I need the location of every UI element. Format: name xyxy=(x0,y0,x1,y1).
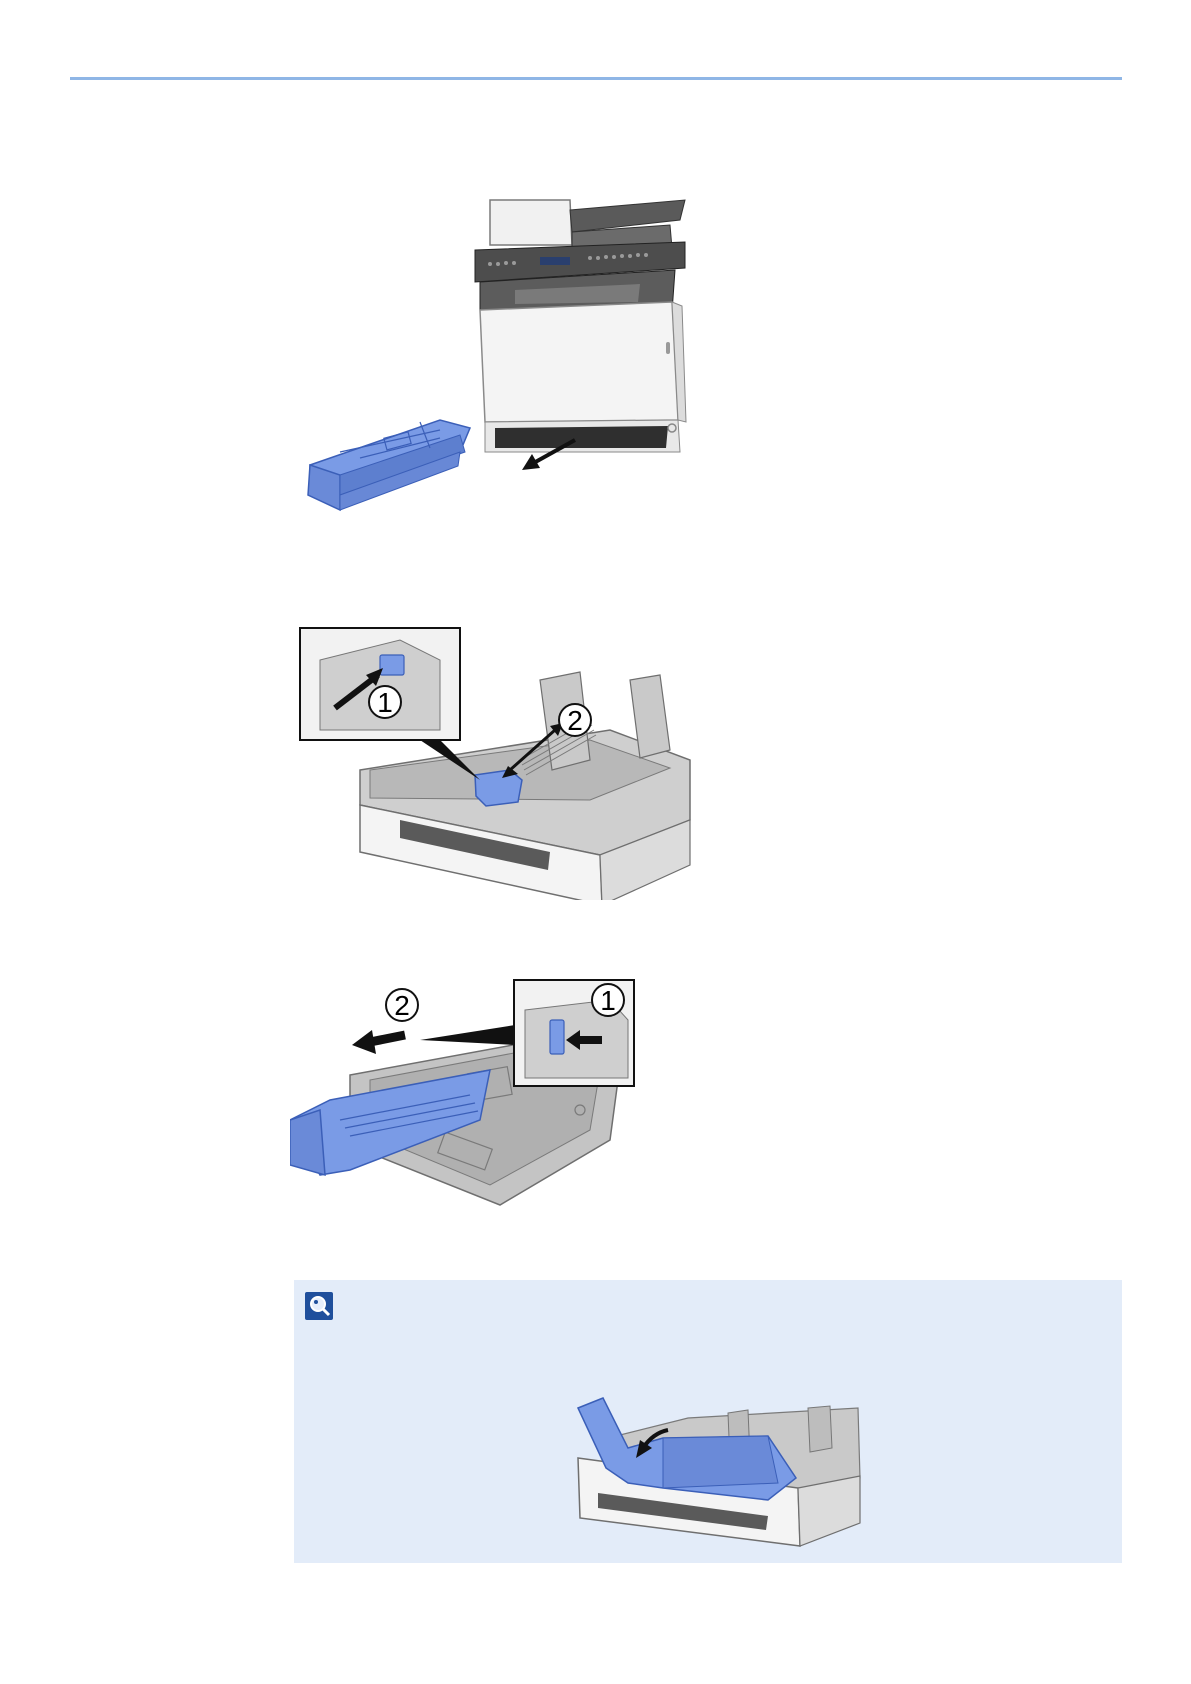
callout-1: 1 xyxy=(600,985,616,1016)
cassette-stopper-figure xyxy=(568,1388,868,1548)
header-rule xyxy=(70,77,1122,80)
width-guide-figure: 2 1 xyxy=(290,620,710,900)
note-magnifier-icon xyxy=(305,1292,333,1320)
callout-1: 1 xyxy=(377,687,393,718)
printer-cassette-figure xyxy=(300,190,700,540)
length-guide-figure: 2 1 xyxy=(290,970,670,1270)
callout-2: 2 xyxy=(394,990,410,1021)
note-box xyxy=(294,1280,1122,1563)
callout-2: 2 xyxy=(567,705,583,736)
